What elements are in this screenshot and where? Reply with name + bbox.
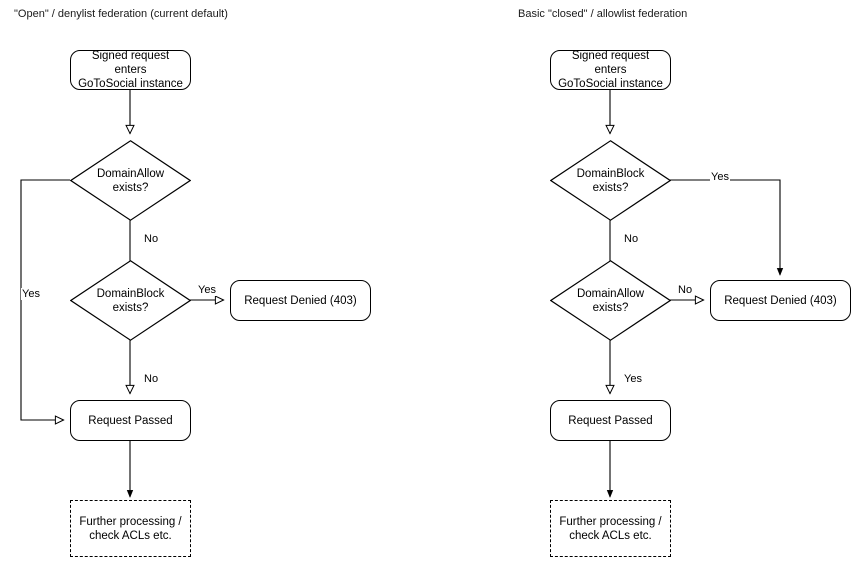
node-left-further-processing: Further processing / check ACLs etc. — [70, 500, 191, 557]
node-left-request-passed-label: Request Passed — [88, 414, 173, 427]
node-right-domainblock-label: DomainBlock exists? — [576, 167, 645, 194]
diamond-shape-right-block — [550, 140, 671, 221]
node-right-domainallow: DomainAllow exists? — [550, 260, 671, 341]
node-right-start-label: Signed request enters GoToSocial instanc… — [558, 50, 663, 90]
node-left-request-passed: Request Passed — [70, 400, 191, 441]
edge-label-left-allow-no: No — [143, 233, 160, 245]
node-right-request-passed-label: Request Passed — [568, 414, 653, 427]
node-left-start: Signed request enters GoToSocial instanc… — [70, 50, 191, 90]
edge-label-right-block-yes: Yes — [710, 171, 730, 183]
edge-label-left-block-no: No — [143, 373, 160, 385]
node-left-domainblock: DomainBlock exists? — [70, 260, 191, 341]
node-right-request-denied: Request Denied (403) — [710, 280, 851, 321]
node-right-start: Signed request enters GoToSocial instanc… — [550, 50, 671, 90]
node-left-further-processing-label: Further processing / check ACLs etc. — [79, 515, 182, 542]
right-panel-title: Basic "closed" / allowlist federation — [518, 8, 688, 20]
edge-right-block-yes — [670, 179, 780, 275]
node-left-request-denied: Request Denied (403) — [230, 280, 371, 321]
edge-label-right-block-no: No — [623, 233, 640, 245]
edge-label-right-allow-yes: Yes — [623, 373, 643, 385]
edge-label-left-block-yes: Yes — [197, 284, 217, 296]
node-right-further-processing-label: Further processing / check ACLs etc. — [559, 515, 662, 542]
node-left-domainallow: DomainAllow exists? — [70, 140, 191, 221]
diamond-shape-right-allow — [550, 260, 671, 341]
diamond-shape-left-block — [70, 260, 191, 341]
left-panel-title: "Open" / denylist federation (current de… — [14, 8, 228, 20]
node-right-further-processing: Further processing / check ACLs etc. — [550, 500, 671, 557]
node-right-request-passed: Request Passed — [550, 400, 671, 441]
node-right-domainallow-label: DomainAllow exists? — [576, 287, 645, 314]
node-right-request-denied-label: Request Denied (403) — [724, 294, 837, 307]
node-left-domainblock-label: DomainBlock exists? — [96, 287, 165, 314]
node-right-domainblock: DomainBlock exists? — [550, 140, 671, 221]
edge-label-left-allow-yes: Yes — [21, 288, 41, 300]
node-left-request-denied-label: Request Denied (403) — [244, 294, 357, 307]
diamond-shape-left-allow — [70, 140, 191, 221]
node-left-domainallow-label: DomainAllow exists? — [96, 167, 165, 194]
node-left-start-label: Signed request enters GoToSocial instanc… — [78, 50, 183, 90]
edge-left-allow-yes — [20, 179, 70, 420]
edge-label-right-allow-no: No — [677, 284, 694, 296]
